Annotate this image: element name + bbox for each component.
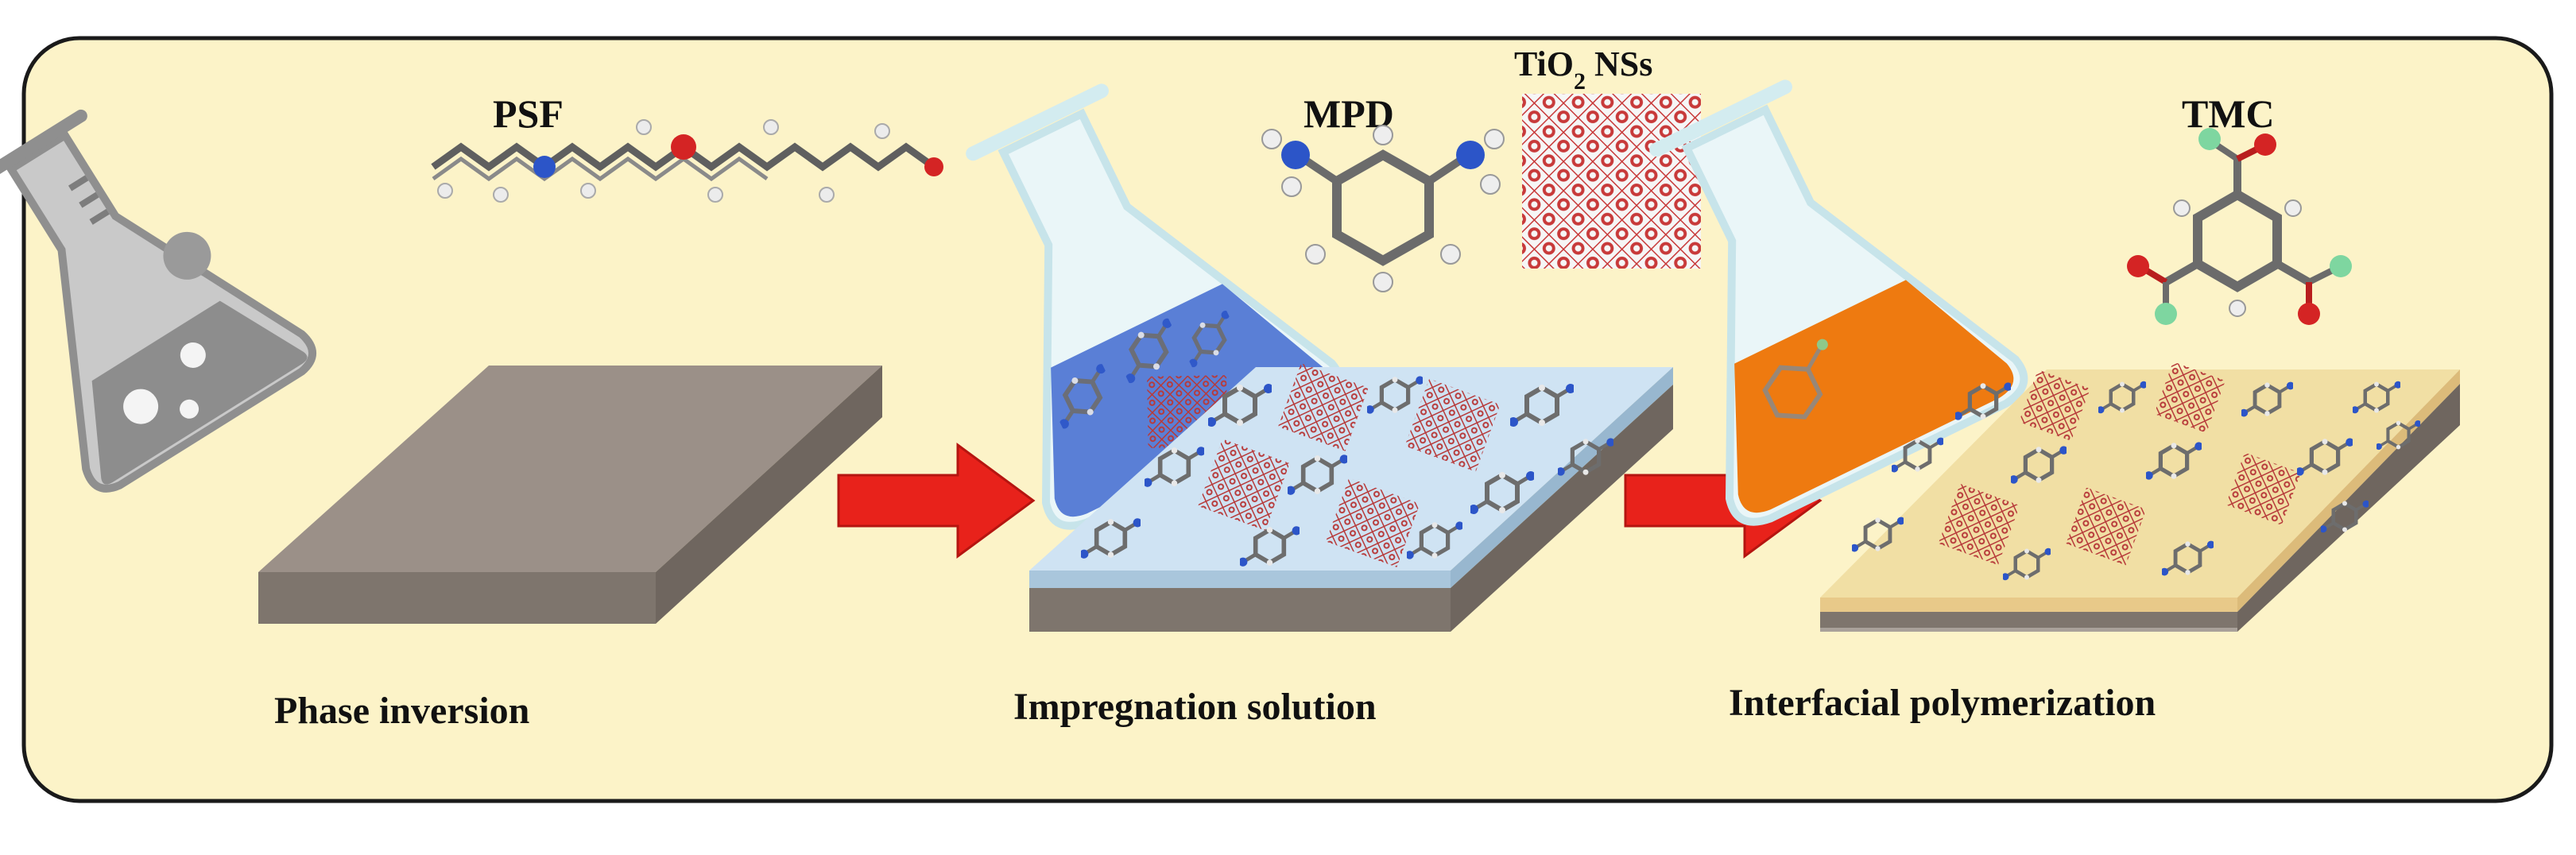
caption-impregnation-solution: Impregnation solution <box>1013 686 1377 728</box>
tmc-molecule-icon <box>2127 128 2352 325</box>
psf-molecule-icon <box>431 119 943 203</box>
psf-label: PSF <box>493 91 564 136</box>
tio2-label: TiO2 NSs <box>1514 44 1652 95</box>
mpd-molecule-icon <box>1261 125 1505 292</box>
psf-membrane-substrate <box>258 366 882 624</box>
tmc-erlenmeyer-flask-icon <box>1649 79 2028 526</box>
tio2-nanosheets-in-polyamide <box>1938 362 2301 566</box>
tio2-nanosheet-icon <box>1522 94 1701 269</box>
caption-interfacial-polymerization: Interfacial polymerization <box>1729 682 2156 724</box>
arrow-icon <box>837 443 1036 559</box>
polyamide-membrane <box>1820 362 2460 632</box>
caption-phase-inversion: Phase inversion <box>274 690 529 732</box>
impregnated-membrane <box>1029 363 1673 632</box>
psf-beaker-icon <box>0 109 317 493</box>
tmc-label: TMC <box>2182 91 2275 136</box>
tio2-nanosheets-on-membrane <box>1198 363 1501 567</box>
